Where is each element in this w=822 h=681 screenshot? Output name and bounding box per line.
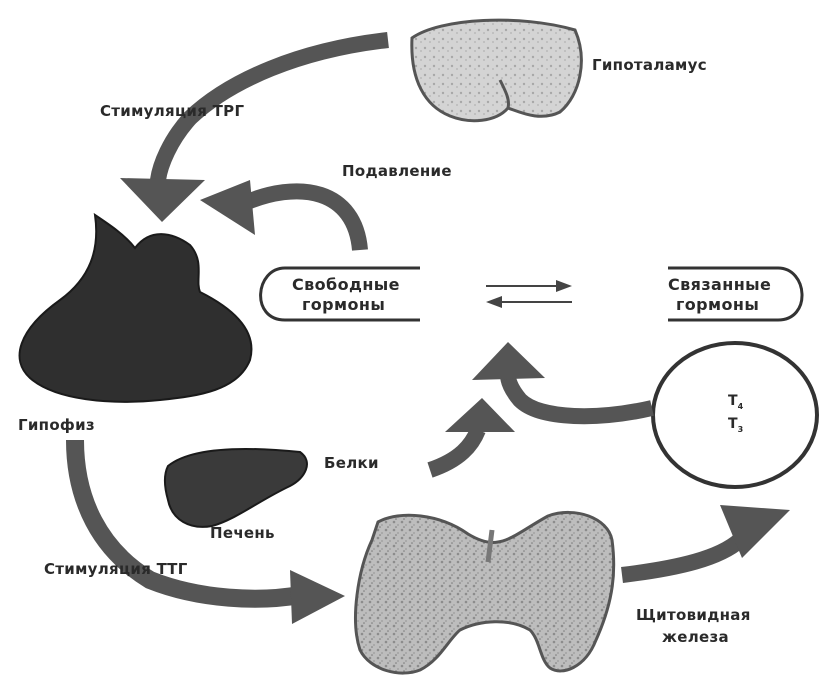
equilibrium-arrowhead-right — [556, 280, 572, 292]
proteins-arrowhead — [445, 398, 515, 432]
bound-hormones-line1: Связанные — [668, 275, 771, 294]
thyroid-label-line1: Щитовидная — [636, 606, 751, 624]
free-hormones-line2: гормоны — [302, 295, 385, 314]
thyroid-to-circle-arrow — [622, 540, 740, 575]
hypothalamus-shape — [412, 20, 582, 121]
circle-to-free-arrowhead — [472, 342, 545, 380]
suppression-arrowhead — [200, 180, 255, 235]
suppression-arrow — [240, 191, 360, 250]
pituitary-label: Гипофиз — [18, 416, 95, 434]
circle-to-free-arrow — [508, 375, 652, 416]
proteins-label: Белки — [324, 454, 379, 472]
trh-arrowhead — [120, 178, 205, 222]
liver-label: Печень — [210, 524, 275, 542]
t4-t3-circle — [653, 343, 817, 487]
tsh-arrowhead — [290, 570, 345, 624]
tsh-stimulation-label: Стимуляция ТТГ — [44, 560, 188, 578]
thyroid-label-line2: железа — [662, 628, 729, 646]
equilibrium-arrowhead-left — [486, 296, 502, 308]
hypothalamus-label: Гипоталамус — [592, 56, 707, 74]
pituitary-shape — [20, 215, 252, 402]
free-hormones-line1: Свободные — [292, 275, 400, 294]
liver-shape — [165, 449, 307, 527]
bound-hormones-line2: гормоны — [676, 295, 759, 314]
trh-stimulation-label: Стимуляция ТРГ — [100, 102, 244, 120]
thyroid-shape — [356, 512, 614, 673]
proteins-arrow — [430, 430, 478, 470]
suppression-label: Подавление — [342, 162, 452, 180]
